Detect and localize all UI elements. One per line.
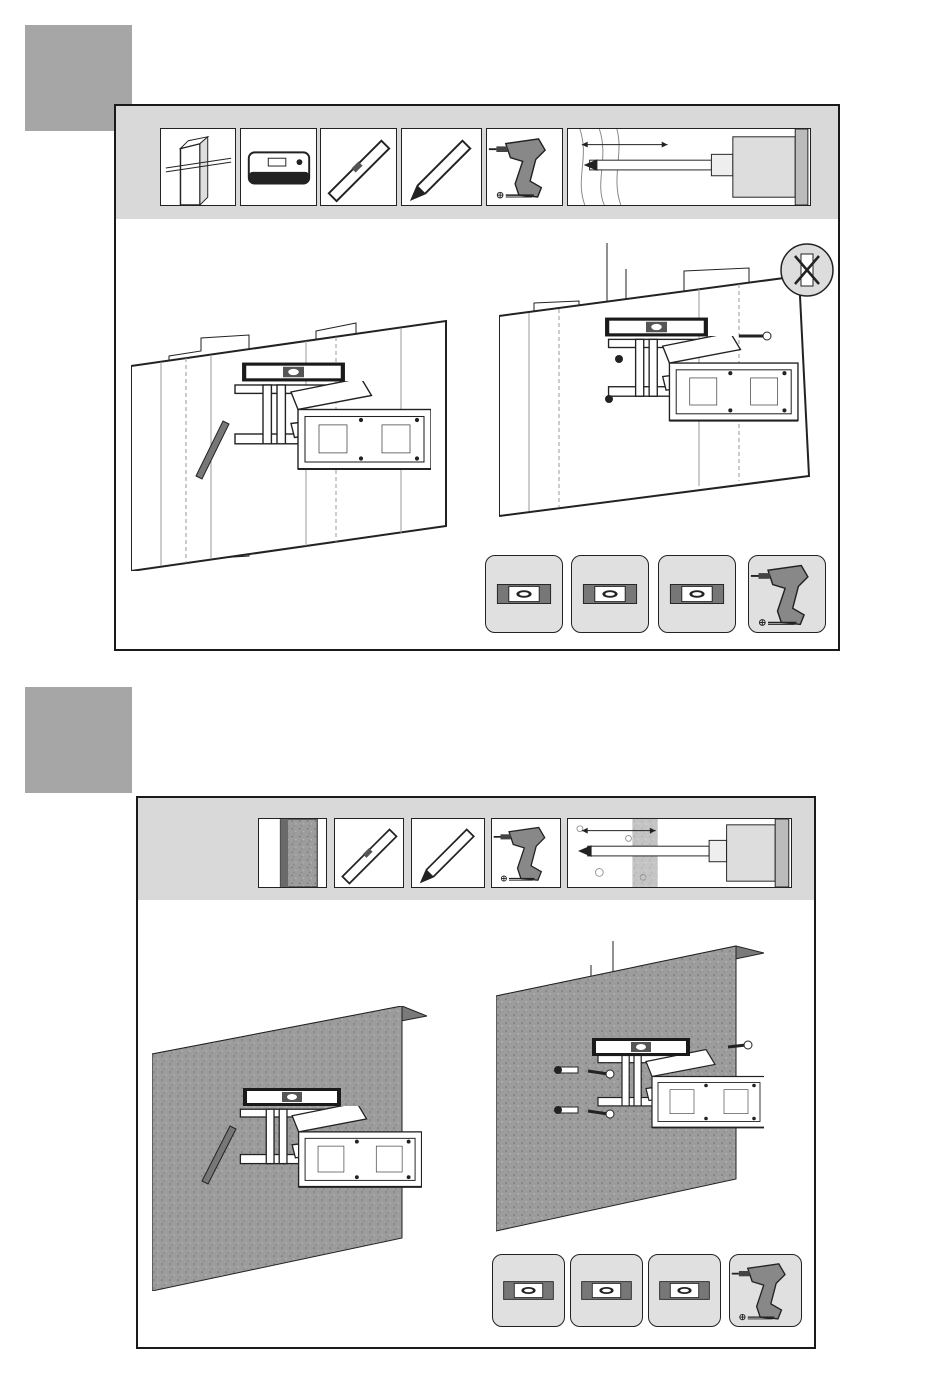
drill-bit-depth-concrete-icon	[567, 818, 792, 888]
scene-mark-holes-wood	[131, 311, 451, 571]
level-check-3	[658, 555, 736, 633]
drill-screwdriver-icon	[729, 1254, 802, 1327]
pencil-icon	[401, 128, 482, 206]
spirit-level-icon	[334, 818, 404, 888]
scene-screw-into-anchors	[496, 941, 764, 1241]
concrete-wall-icon	[258, 818, 327, 888]
level-check-2	[570, 1254, 643, 1327]
drill-screwdriver-icon	[486, 128, 563, 206]
spirit-level-icon	[320, 128, 397, 206]
drill-screwdriver-icon	[748, 555, 826, 633]
no-wall-plug-icon	[779, 242, 835, 298]
wood-stud-icon	[160, 128, 236, 206]
step-marker-2	[25, 687, 132, 793]
drill-bit-depth-wood-icon	[567, 128, 811, 206]
scene-screw-into-studs	[499, 241, 817, 521]
drill-screwdriver-icon	[491, 818, 561, 888]
level-check-3	[648, 1254, 721, 1327]
pencil-icon	[411, 818, 485, 888]
stud-finder-icon	[240, 128, 317, 206]
level-check-2	[571, 555, 649, 633]
panel-wood-stud-wall	[114, 104, 840, 651]
panel-concrete-wall	[136, 796, 816, 1349]
level-check-1	[485, 555, 563, 633]
level-check-1	[492, 1254, 565, 1327]
scene-mark-holes-concrete	[152, 1006, 427, 1291]
